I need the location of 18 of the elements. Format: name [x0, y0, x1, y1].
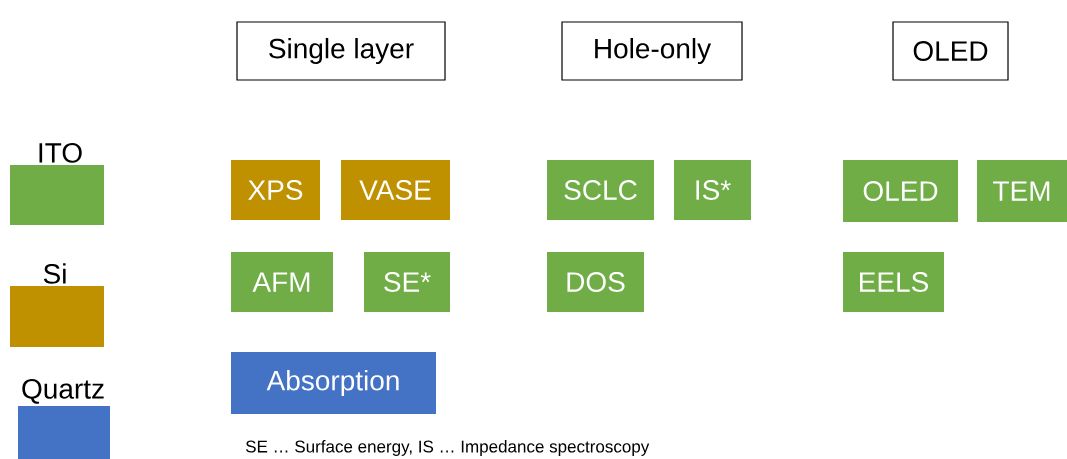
method-box: EELS: [843, 252, 944, 312]
method-box: XPS: [231, 160, 320, 220]
header-box: Hole-only: [561, 21, 743, 81]
method-box: DOS: [547, 252, 644, 312]
method-box: SCLC: [547, 160, 654, 220]
legend-label: Si: [43, 263, 66, 284]
footnote: SE … Surface energy, IS … Impedance spectroscopy: [246, 440, 650, 456]
header-box: OLED: [892, 21, 1009, 81]
legend-label: ITO: [39, 143, 82, 163]
method-box: AFM: [231, 252, 333, 312]
method-box: TEM: [977, 160, 1067, 222]
method-box: SE*: [364, 252, 450, 312]
method-box: VASE: [341, 160, 450, 220]
header-box: Single layer: [236, 21, 446, 81]
legend-label: Quartz: [22, 378, 104, 404]
method-box: OLED: [843, 160, 958, 222]
method-box: Absorption: [231, 352, 436, 414]
method-box: IS*: [674, 160, 751, 220]
